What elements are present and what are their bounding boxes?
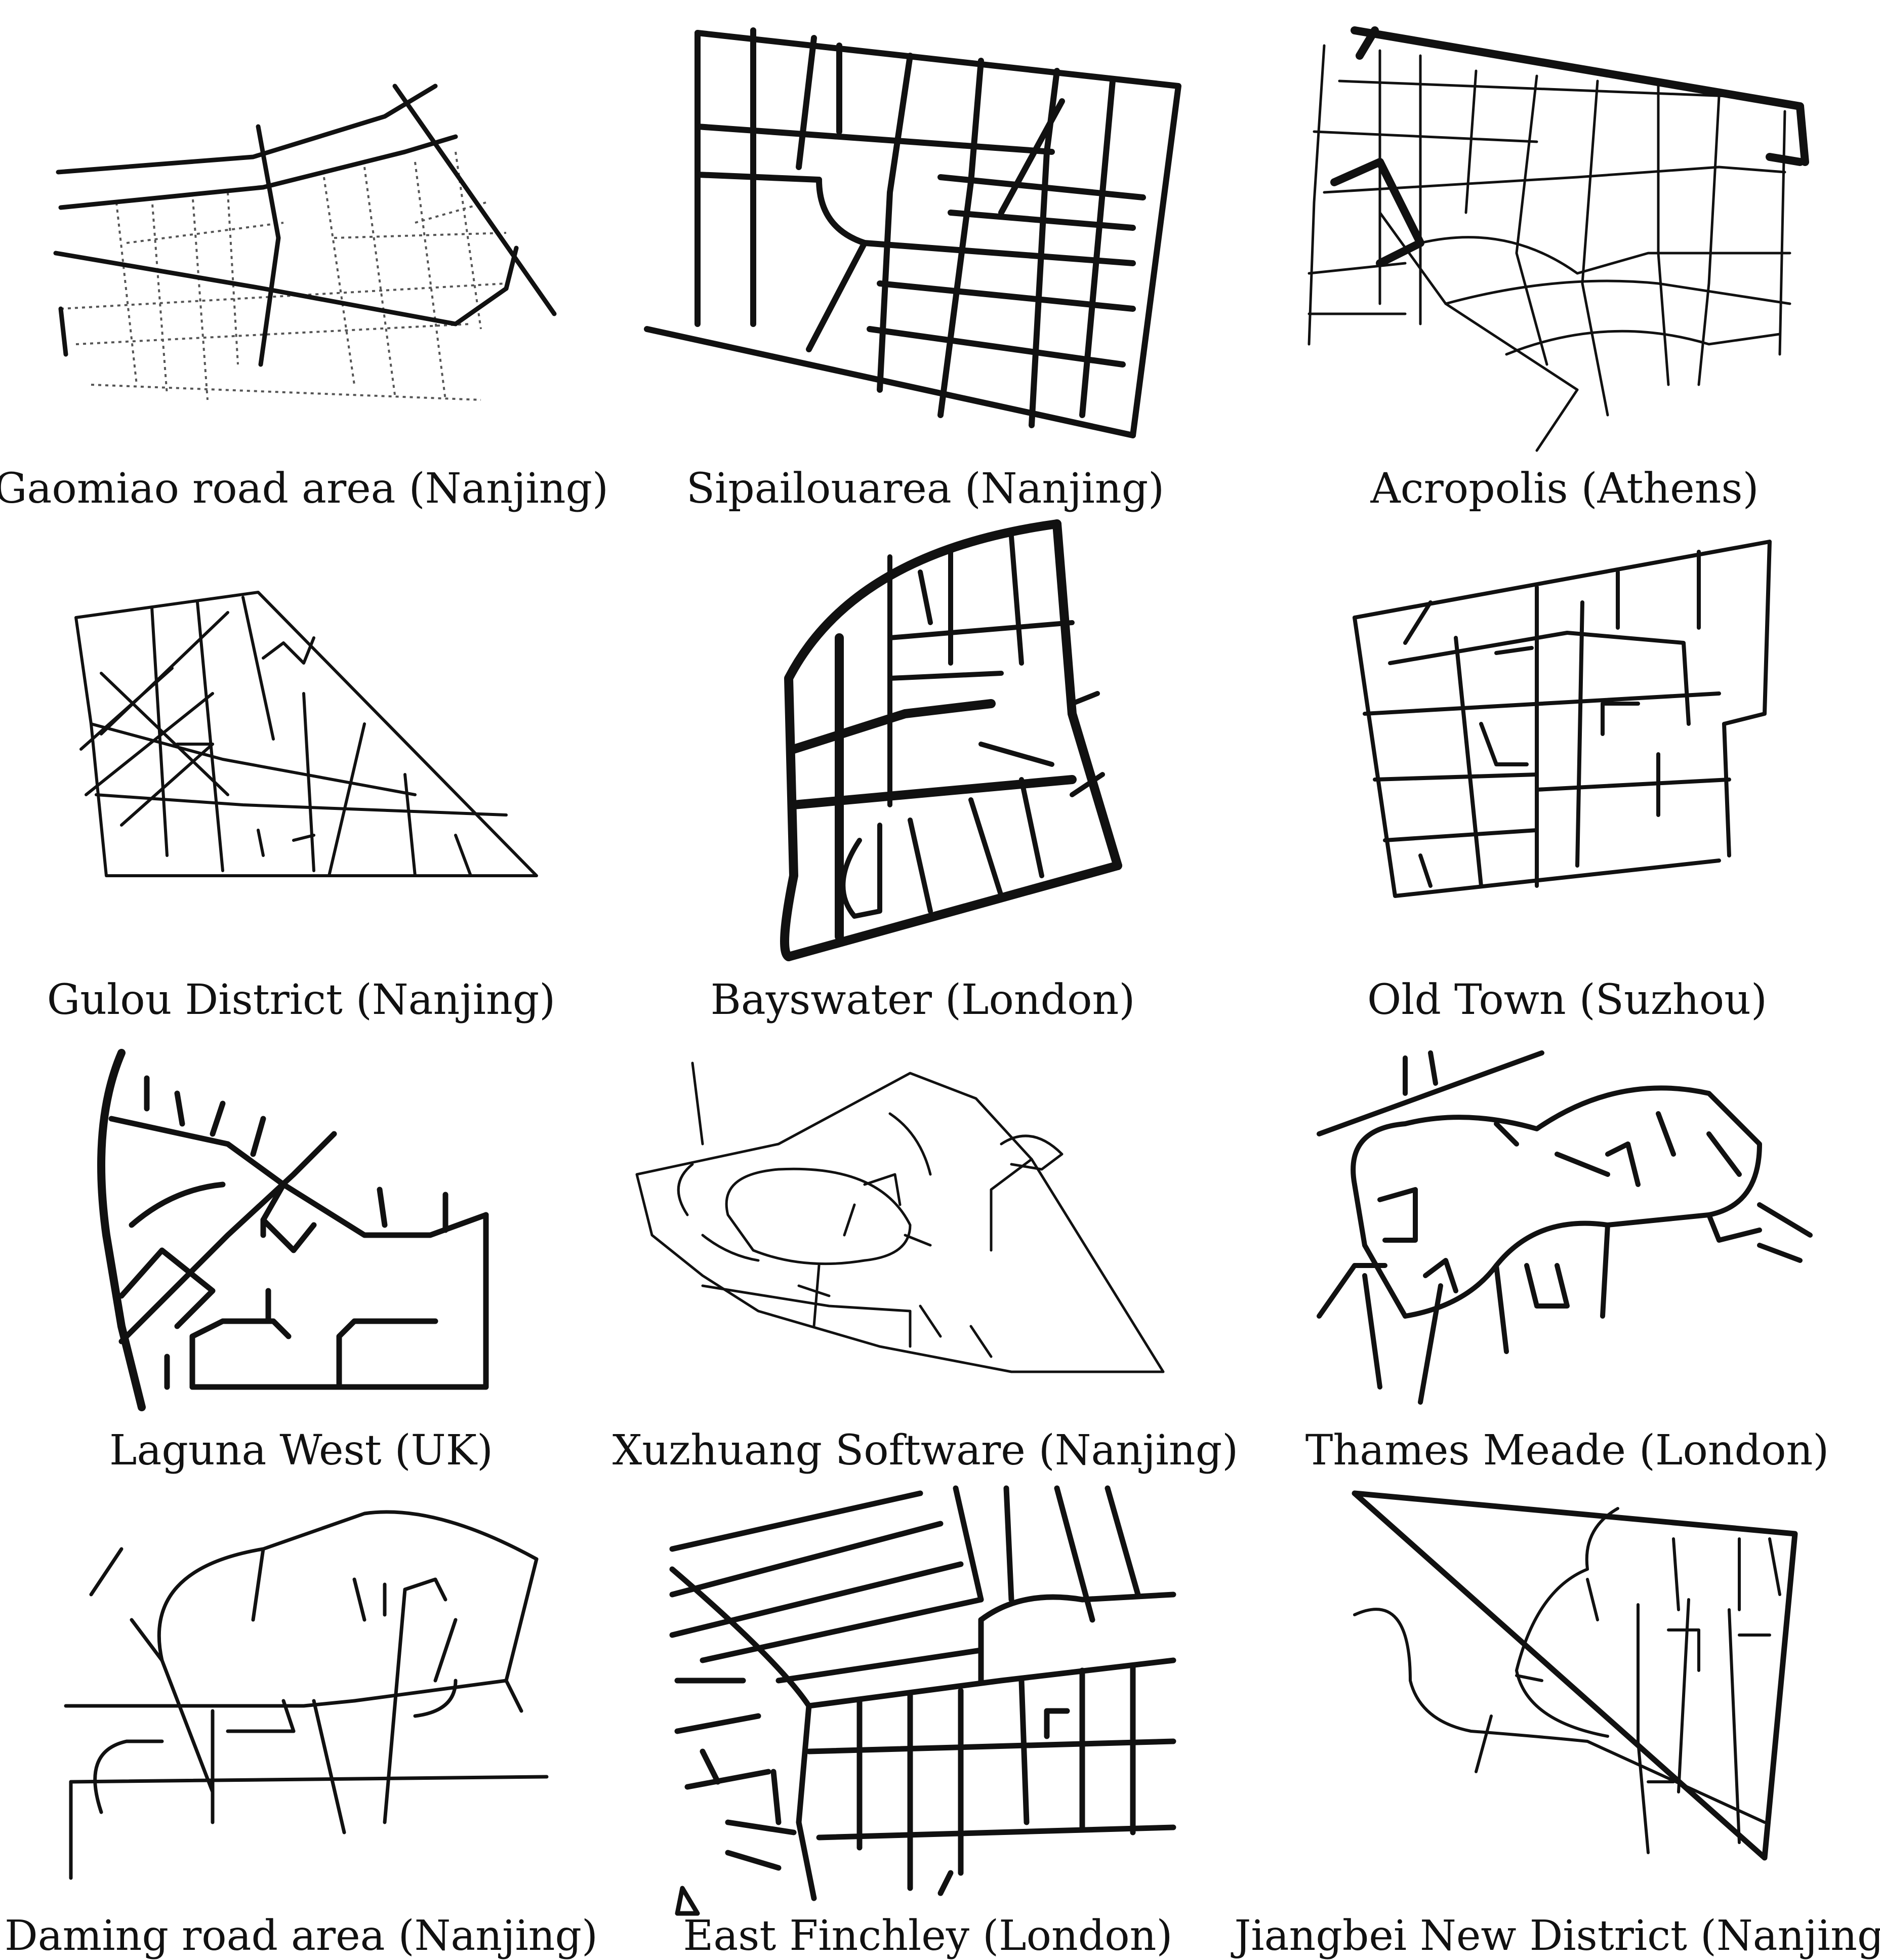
road-map-bayswater bbox=[780, 519, 1122, 961]
road-map-thamesmeade bbox=[1317, 1050, 1813, 1405]
road-map-oldtown bbox=[1353, 540, 1772, 898]
panel-laguna: Laguna West (UK) bbox=[0, 1023, 627, 1475]
caption-gaomiao: Gaomiao road area (Nanjing) bbox=[0, 465, 609, 513]
caption-gulou: Gulou District (Nanjing) bbox=[47, 976, 556, 1024]
panel-daming: Daming road area (Nanjing) bbox=[0, 1468, 627, 1960]
road-map-gulou bbox=[74, 591, 538, 877]
panel-thamesmeade: Thames Meade (London) bbox=[1253, 1023, 1880, 1475]
panel-bayswater: Bayswater (London) bbox=[627, 511, 1253, 1024]
panel-gulou: Gulou District (Nanjing) bbox=[0, 511, 627, 1024]
caption-daming: Daming road area (Nanjing) bbox=[5, 1912, 598, 1960]
road-map-jiangbei bbox=[1352, 1490, 1798, 1861]
road-map-xuzhuang bbox=[635, 1061, 1165, 1373]
caption-eastfinchley: East Finchley (London) bbox=[683, 1912, 1173, 1960]
panel-oldtown: Old Town (Suzhou) bbox=[1253, 511, 1880, 1024]
caption-jiangbei: Jiangbei New District (Nanjing) bbox=[1234, 1912, 1880, 1960]
panel-acropolis: Acropolis (Athens) bbox=[1253, 0, 1880, 513]
caption-bayswater: Bayswater (London) bbox=[710, 976, 1135, 1024]
road-map-eastfinchley bbox=[669, 1485, 1176, 1916]
road-map-acropolis bbox=[1307, 26, 1809, 452]
caption-xuzhuang: Xuzhuang Software (Nanjing) bbox=[612, 1426, 1239, 1475]
panel-sipailou: Sipailouarea (Nanjing) bbox=[627, 0, 1253, 513]
caption-thamesmeade: Thames Meade (London) bbox=[1305, 1426, 1829, 1475]
caption-oldtown: Old Town (Suzhou) bbox=[1367, 976, 1767, 1024]
caption-acropolis: Acropolis (Athens) bbox=[1370, 465, 1759, 513]
caption-laguna: Laguna West (UK) bbox=[109, 1426, 493, 1475]
road-map-daming bbox=[64, 1510, 549, 1880]
caption-sipailou: Sipailouarea (Nanjing) bbox=[686, 465, 1165, 513]
road-map-sipailou bbox=[644, 27, 1181, 438]
panel-jiangbei: Jiangbei New District (Nanjing) bbox=[1235, 1468, 1880, 1960]
road-map-gaomiao bbox=[53, 84, 557, 401]
panel-xuzhuang: Xuzhuang Software (Nanjing) bbox=[612, 1023, 1253, 1475]
panel-gaomiao: Gaomiao road area (Nanjing) bbox=[0, 0, 627, 513]
road-map-laguna bbox=[97, 1049, 489, 1411]
panel-eastfinchley: East Finchley (London) bbox=[627, 1468, 1253, 1960]
